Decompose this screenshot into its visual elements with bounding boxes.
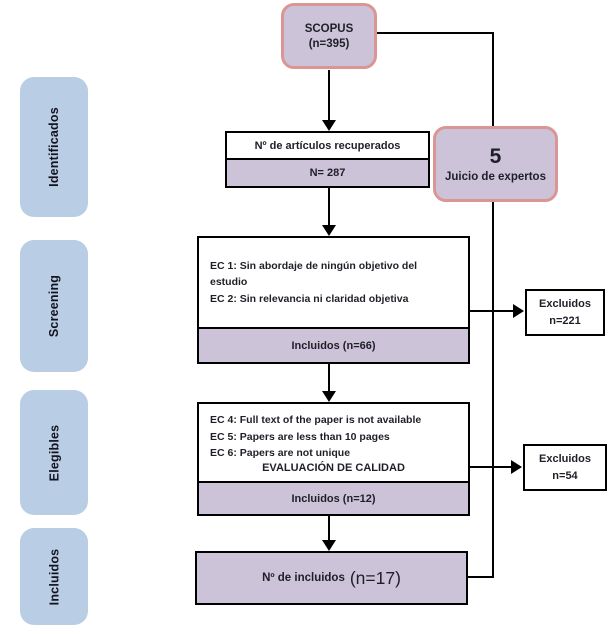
excluded-screening-box: Excluidos n=221 [525, 289, 605, 336]
final-included-box: Nº de incluidos (n=17) [195, 551, 468, 605]
arrow-screening-to-elegibles-shaft [328, 364, 330, 392]
arrow-elegibles-to-excluded-shaft [470, 466, 512, 468]
arrow-elegibles-to-final-head [322, 540, 336, 551]
arrow-recuperados-to-screening-shaft [328, 188, 330, 226]
retrieved-articles-title: Nº de artículos recuperados [254, 139, 401, 152]
arrow-screening-to-elegibles-head [322, 391, 336, 402]
stage-identificados-label: Identificados [47, 107, 62, 187]
eligibility-criterion-ec5: EC 5: Papers are less than 10 pages [210, 430, 390, 443]
excluded-eligibility-label: Excluidos [539, 453, 591, 465]
screening-included: Incluidos (n=66) [199, 327, 468, 362]
retrieved-articles-box: Nº de artículos recuperados N= 287 [225, 131, 430, 188]
excluded-screening-count: n=221 [549, 314, 581, 327]
stage-incluidos: Incluidos [20, 528, 88, 625]
scopus-count: (n=395) [308, 37, 350, 50]
arrow-scopus-to-recuperados-head [322, 120, 336, 131]
eligibility-criteria-box: EC 4: Full text of the paper is not avai… [197, 402, 470, 516]
connector-scopus-right-horizontal [377, 32, 494, 34]
arrow-recuperados-to-screening-head [322, 225, 336, 236]
stage-elegibles: Elegibles [20, 390, 88, 515]
final-included-label: Nº de incluidos [262, 572, 345, 584]
eligibility-criterion-ec4: EC 4: Full text of the paper is not avai… [210, 414, 422, 427]
expert-judgement-number: 5 [489, 145, 502, 169]
connector-right-vertical [492, 32, 494, 578]
scopus-node: SCOPUS (n=395) [281, 3, 377, 69]
eligibility-included: Incluidos (n=12) [199, 481, 468, 514]
excluded-eligibility-box: Excluidos n=54 [523, 444, 607, 491]
scopus-name: SCOPUS [304, 22, 354, 35]
stage-elegibles-label: Elegibles [47, 424, 61, 481]
arrow-elegibles-to-final-shaft [328, 516, 330, 541]
screening-criterion-ec1: EC 1: Sin abordaje de ningún objetivo de… [210, 260, 418, 289]
excluded-eligibility-count: n=54 [552, 469, 578, 482]
stage-screening-label: Screening [47, 274, 61, 338]
connector-final-right-horizontal [468, 576, 494, 578]
eligibility-criterion-ec6: EC 6: Papers are not unique [210, 446, 351, 459]
screening-criteria-box: EC 1: Sin abordaje de ningún objetivo de… [197, 236, 470, 364]
arrow-elegibles-to-excluded-head [511, 460, 522, 474]
arrow-screening-to-excluded-shaft [470, 310, 514, 312]
expert-judgement-node: 5 Juicio de expertos [433, 126, 558, 202]
expert-judgement-label: Juicio de expertos [445, 170, 546, 183]
quality-evaluation-subtitle: EVALUACIÓN DE CALIDAD [262, 462, 405, 475]
arrow-scopus-to-recuperados-shaft [328, 70, 330, 122]
final-included-count: (n=17) [349, 567, 401, 588]
retrieved-articles-count: N= 287 [227, 158, 428, 186]
stage-identificados: Identificados [20, 77, 88, 217]
stage-screening: Screening [20, 240, 88, 372]
excluded-screening-label: Excluidos [539, 298, 591, 310]
arrow-screening-to-excluded-head [513, 304, 524, 318]
stage-incluidos-label: Incluidos [46, 548, 61, 605]
screening-criterion-ec2: EC 2: Sin relevancia ni claridad objetiv… [210, 292, 409, 305]
